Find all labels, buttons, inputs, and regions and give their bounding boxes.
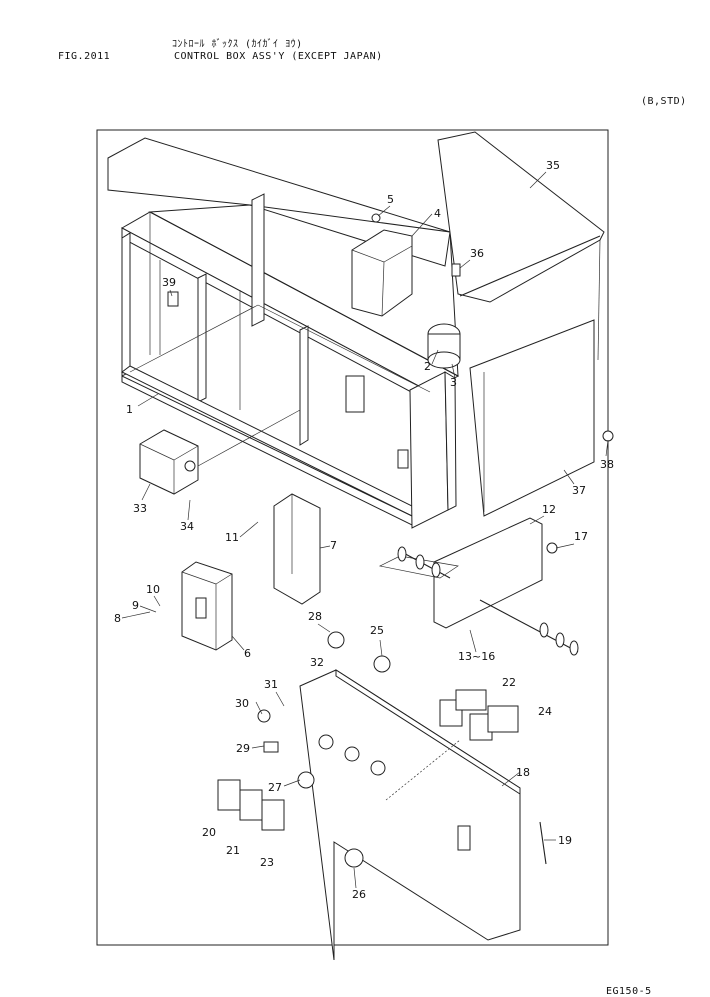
switch-22: [439, 689, 487, 727]
page-code: EG150-5: [606, 986, 652, 997]
connector-29: [263, 741, 279, 753]
knob-26: [344, 848, 364, 868]
callout-33: 33: [133, 502, 147, 515]
callout-12: 12: [542, 503, 556, 516]
pilot-lamp-28: [327, 631, 345, 649]
callout-19: 19: [558, 834, 572, 847]
callout-25: 25: [370, 624, 384, 637]
pin-19: [539, 821, 547, 865]
screw-30: [257, 709, 271, 723]
callout-17: 17: [574, 530, 588, 543]
callout-31: 31: [264, 678, 278, 691]
callout-13-16: 13~16: [458, 650, 495, 663]
callout-27: 27: [268, 781, 282, 794]
bracket-7: [273, 493, 321, 605]
figure-number: FIG.2011: [58, 51, 111, 62]
cabinet-frame: [107, 137, 460, 529]
callout-26: 26: [352, 888, 366, 901]
page-title: CONTROL BOX ASS'Y (EXCEPT JAPAN): [174, 51, 383, 62]
diagram-frame: [96, 129, 609, 946]
meter-assembly: [217, 779, 285, 831]
callout-32: 32: [310, 656, 324, 669]
knob-27: [297, 771, 315, 789]
callout-21: 21: [226, 844, 240, 857]
callout-5: 5: [387, 193, 394, 206]
callout-1: 1: [126, 403, 133, 416]
relay-33: [139, 409, 301, 495]
callout-11: 11: [225, 531, 239, 544]
callout-20: 20: [202, 826, 216, 839]
callout-4: 4: [434, 207, 441, 220]
callout-6: 6: [244, 647, 251, 660]
katakana-title: ｺﾝﾄﾛｰﾙ ﾎﾞｯｸｽ (ｶｲｶﾞｲ ﾖｳ): [172, 39, 303, 50]
callout-37: 37: [572, 484, 586, 497]
bolt-38: [602, 430, 614, 442]
leader-lines: [121, 171, 609, 889]
switch-24: [469, 705, 519, 741]
callout-23: 23: [260, 856, 274, 869]
callout-39: 39: [162, 276, 176, 289]
callout-36: 36: [470, 247, 484, 260]
side-panel: [469, 319, 595, 517]
callout-2: 2: [424, 360, 431, 373]
lamp-25: [373, 655, 391, 673]
callout-18: 18: [516, 766, 530, 779]
top-cover-panel: [437, 131, 605, 361]
callout-10: 10: [146, 583, 160, 596]
callout-8: 8: [114, 612, 121, 625]
callout-22: 22: [502, 676, 516, 689]
callout-28: 28: [308, 610, 322, 623]
callout-30: 30: [235, 697, 249, 710]
circuit-breaker: [181, 561, 233, 651]
callout-7: 7: [330, 539, 337, 552]
terminal-plate: [378, 517, 579, 656]
bolt-36: [451, 263, 461, 277]
callout-9: 9: [132, 599, 139, 612]
bolt-39: [167, 291, 179, 307]
callout-35: 35: [546, 159, 560, 172]
transformer-box: [351, 229, 413, 317]
bolt-17: [546, 542, 558, 554]
front-panel: [299, 669, 521, 961]
callout-34: 34: [180, 520, 194, 533]
callout-38: 38: [600, 458, 614, 471]
callout-labels: 1 2 3 4 5 6 7 8 9 10 11 12 13~16 17 18 1…: [114, 159, 614, 901]
callout-29: 29: [236, 742, 250, 755]
callout-24: 24: [538, 705, 552, 718]
callout-3: 3: [450, 376, 457, 389]
spec-label: (B,STD): [641, 96, 687, 107]
